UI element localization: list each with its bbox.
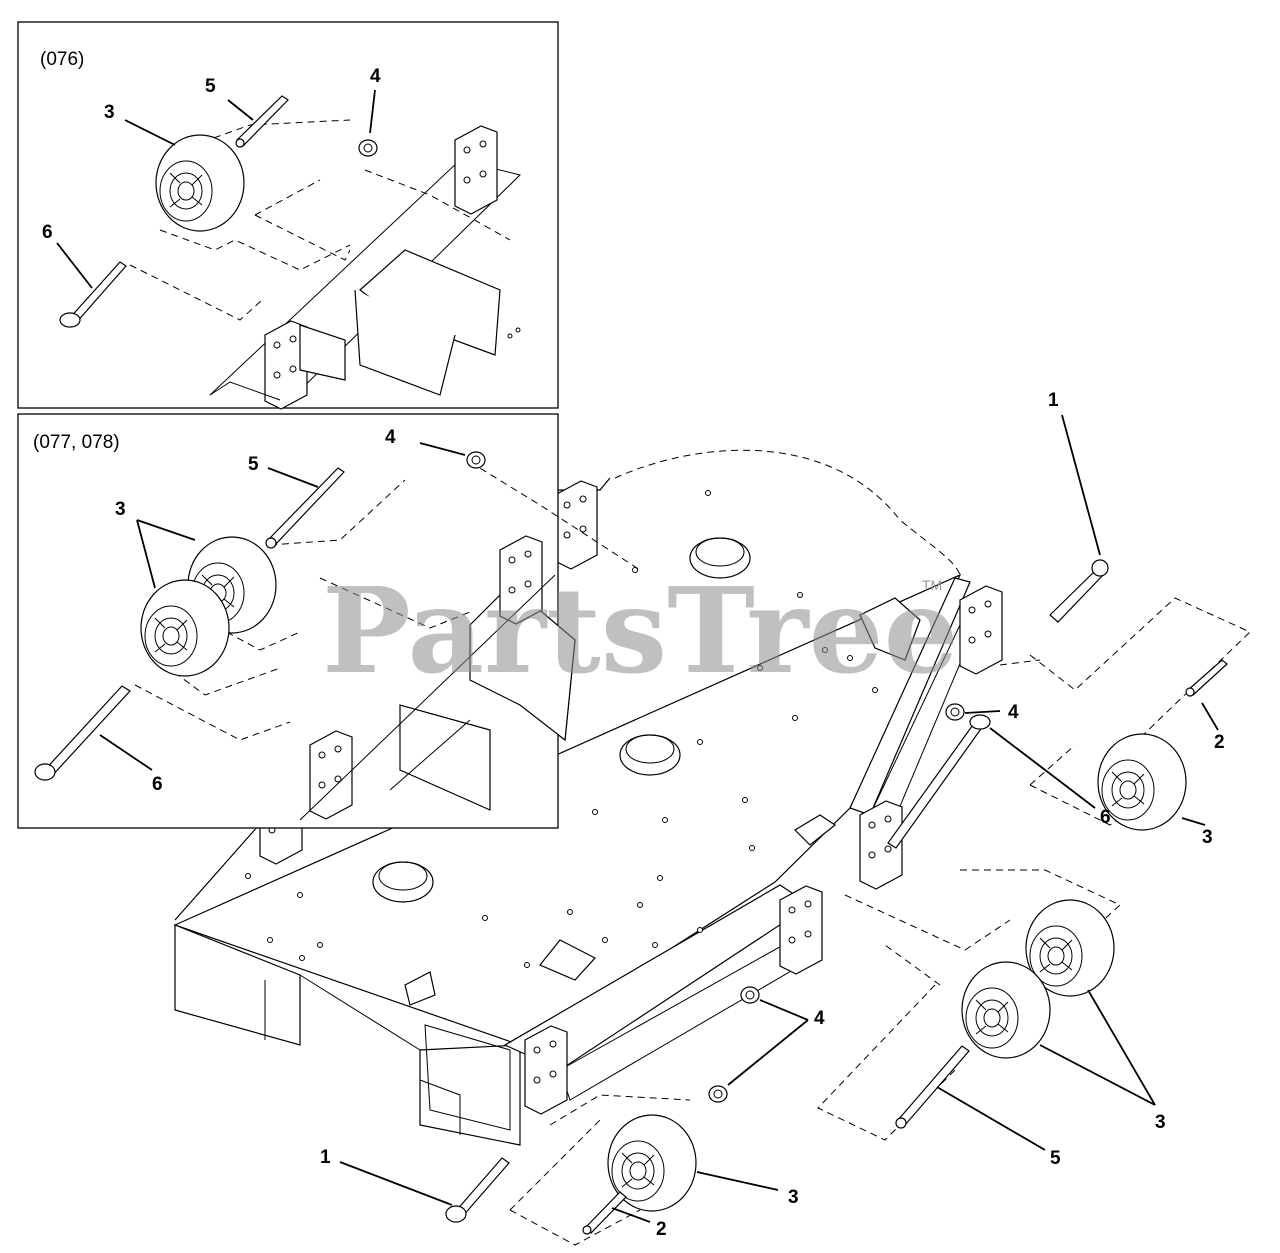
nut-4-bottom-b <box>708 1085 728 1103</box>
bolt-1-right <box>1049 559 1109 623</box>
callout-5: 5 <box>205 76 216 97</box>
callout-1-right: 1 <box>1048 390 1059 411</box>
callout-4-top: 4 <box>385 427 396 448</box>
callout-5-bottom: 5 <box>1050 1148 1061 1169</box>
inset-title: (076) <box>40 49 84 70</box>
bolt-1-bottom <box>445 1157 510 1223</box>
callout-6-right: 6 <box>1100 807 1111 828</box>
nut-4 <box>358 139 378 157</box>
inset-077-078: (077, 078) <box>17 413 641 829</box>
wheel-3-pair-b <box>961 961 1051 1059</box>
bolt-6 <box>59 261 127 328</box>
callout-3-right: 3 <box>1202 827 1213 848</box>
inset-076: (076) <box>17 21 559 410</box>
wheel-3-right <box>1097 733 1187 831</box>
guide-lines <box>509 1094 691 1246</box>
axle-bolt-5 <box>265 467 345 549</box>
axle-bolt-5-bottom <box>895 1045 970 1129</box>
callout-6: 6 <box>152 774 163 795</box>
callout-4-bottom: 4 <box>814 1008 825 1029</box>
axle-bolt-5 <box>235 95 289 148</box>
wheel-3b <box>140 579 230 677</box>
spindle-center <box>619 734 681 776</box>
bolt-6-right <box>887 714 991 849</box>
callout-6: 6 <box>42 222 53 243</box>
watermark-text: PartsTree <box>322 561 959 700</box>
callout-3-bottom: 3 <box>788 1187 799 1208</box>
bolt-6 <box>34 685 131 781</box>
watermark-tm: TM <box>922 577 942 593</box>
callout-2-bottom: 2 <box>656 1219 667 1240</box>
callout-4-right: 4 <box>1008 702 1019 723</box>
callout-3-pair: 3 <box>1155 1112 1166 1133</box>
wheel-3 <box>155 134 245 232</box>
nut-4-bottom-a <box>740 986 760 1004</box>
inset-deck-section <box>299 535 576 821</box>
watermark: PartsTree TM <box>322 561 959 700</box>
nut-4-right <box>945 703 965 721</box>
pin-2-bottom <box>582 1191 627 1235</box>
pin-2-right <box>1185 659 1228 697</box>
spindle-rear <box>689 537 751 579</box>
main-hardware: 4 1 4 2 6 <box>320 390 1251 1246</box>
callout-3: 3 <box>104 102 115 123</box>
deck-section-076 <box>209 125 521 410</box>
spindle-left <box>372 861 434 903</box>
callout-4: 4 <box>370 66 381 87</box>
nut-4-top <box>466 451 486 469</box>
callout-2-right: 2 <box>1214 732 1225 753</box>
deck-holes <box>245 490 878 968</box>
callout-1-bottom: 1 <box>320 1147 331 1168</box>
callout-3: 3 <box>115 499 126 520</box>
inset-title: (077, 078) <box>33 432 120 453</box>
callout-5: 5 <box>248 454 259 475</box>
